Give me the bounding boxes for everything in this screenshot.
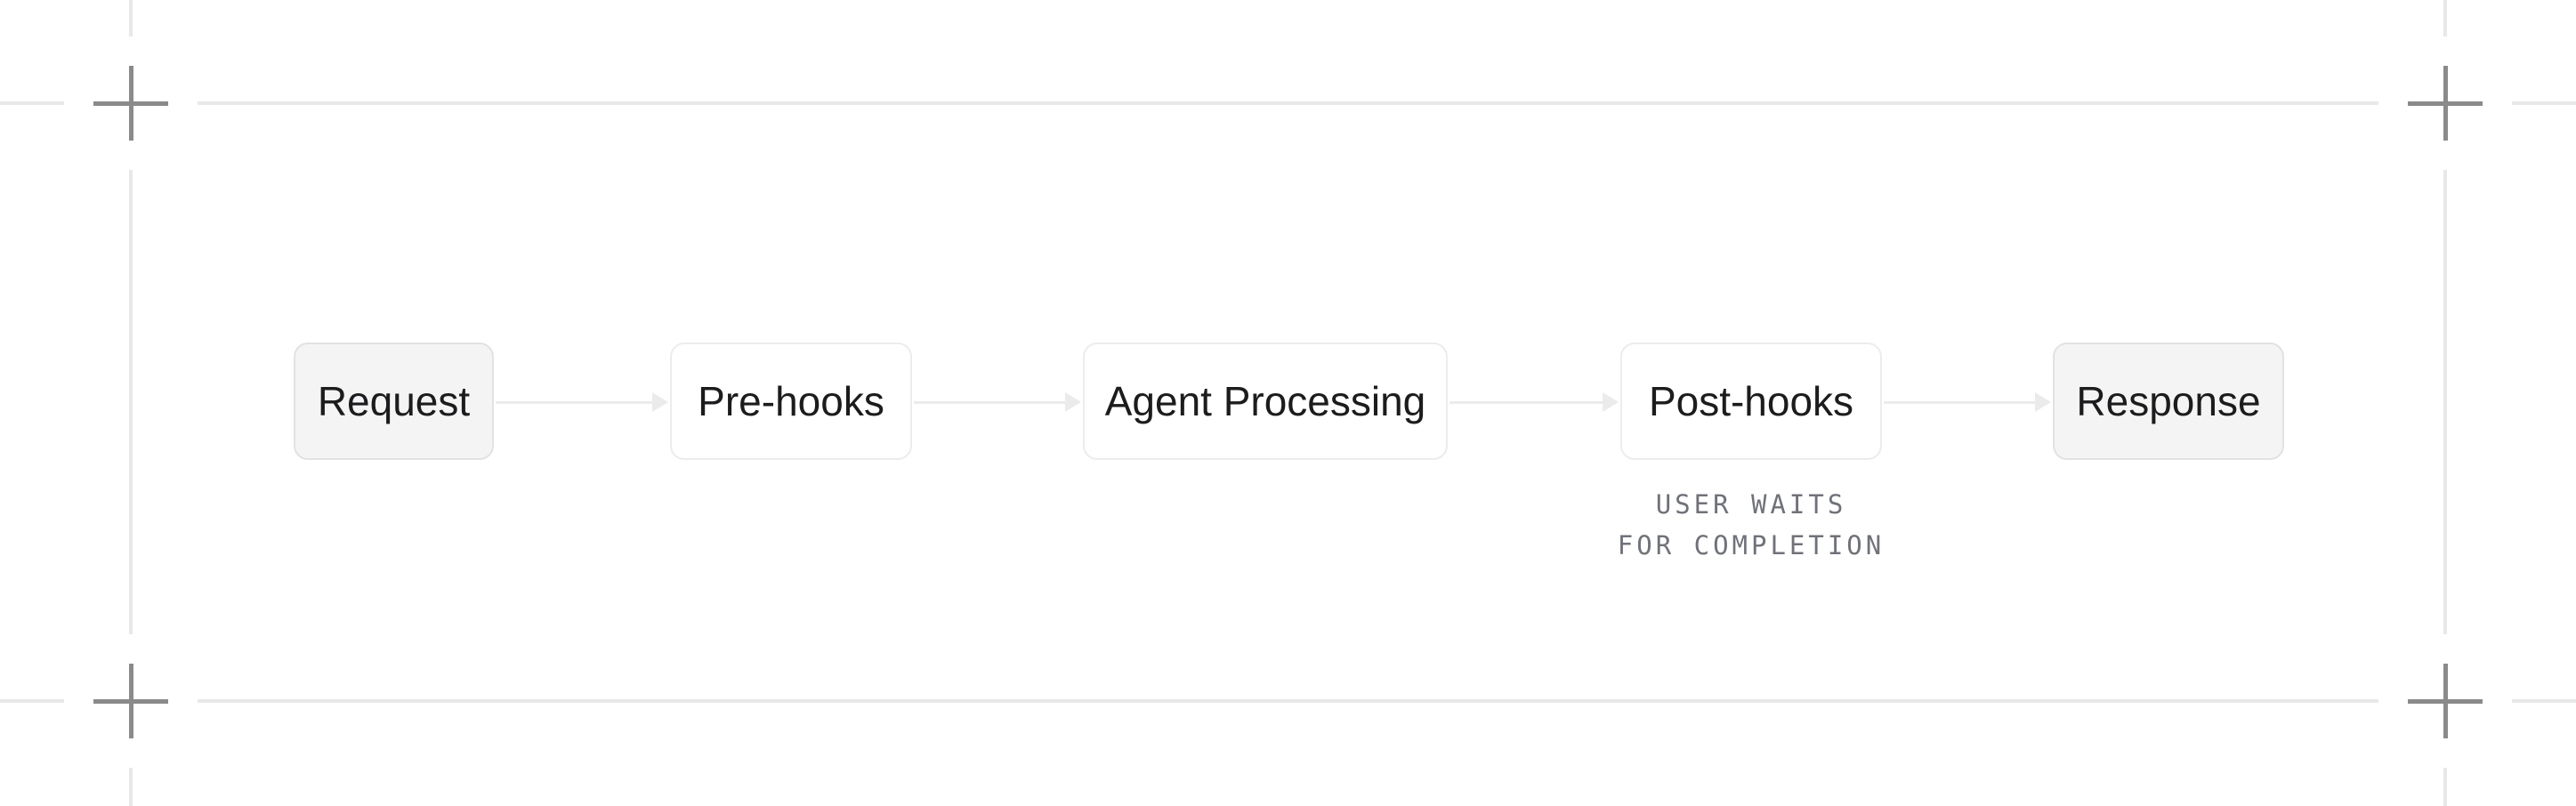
- crosshair-icon-bottom-left: [93, 664, 168, 738]
- frame-line-bottom: [0, 699, 2576, 703]
- frame-line-top: [0, 101, 2576, 105]
- frame-line-left: [129, 0, 133, 806]
- post-hooks-annotation: USER WAITS FOR COMPLETION: [1529, 484, 1974, 566]
- arrowhead-right-icon: [2035, 392, 2051, 412]
- node-label: Agent Processing: [1104, 378, 1426, 424]
- flow-arrow-agent-processing-to-post-hooks: [1450, 390, 1619, 415]
- arrow-shaft: [914, 400, 1065, 404]
- arrowhead-right-icon: [1065, 392, 1081, 412]
- arrow-shaft: [1450, 400, 1603, 404]
- crosshair-icon-top-left: [93, 66, 168, 141]
- flow-arrow-request-to-pre-hooks: [496, 390, 668, 415]
- frame-line-right: [2443, 0, 2447, 806]
- flow-arrow-pre-hooks-to-agent-processing: [914, 390, 1081, 415]
- arrow-shaft: [1884, 400, 2035, 404]
- crosshair-icon-top-right: [2408, 66, 2483, 141]
- arrow-shaft: [496, 400, 652, 404]
- arrowhead-right-icon: [652, 392, 668, 412]
- annotation-line-2: FOR COMPLETION: [1617, 530, 1886, 560]
- annotation-line-1: USER WAITS: [1655, 489, 1847, 520]
- flow-node-response: Response: [2053, 343, 2284, 460]
- flow-node-pre-hooks: Pre-hooks: [670, 343, 912, 460]
- node-label: Response: [2076, 378, 2261, 424]
- node-label: Post-hooks: [1648, 378, 1854, 424]
- node-label: Request: [317, 378, 471, 424]
- flow-node-post-hooks: Post-hooks: [1620, 343, 1882, 460]
- node-label: Pre-hooks: [698, 378, 884, 424]
- flow-node-request: Request: [294, 343, 494, 460]
- flow-arrow-post-hooks-to-response: [1884, 390, 2051, 415]
- crosshair-icon-bottom-right: [2408, 664, 2483, 738]
- flow-node-agent-processing: Agent Processing: [1083, 343, 1448, 460]
- arrowhead-right-icon: [1603, 392, 1619, 412]
